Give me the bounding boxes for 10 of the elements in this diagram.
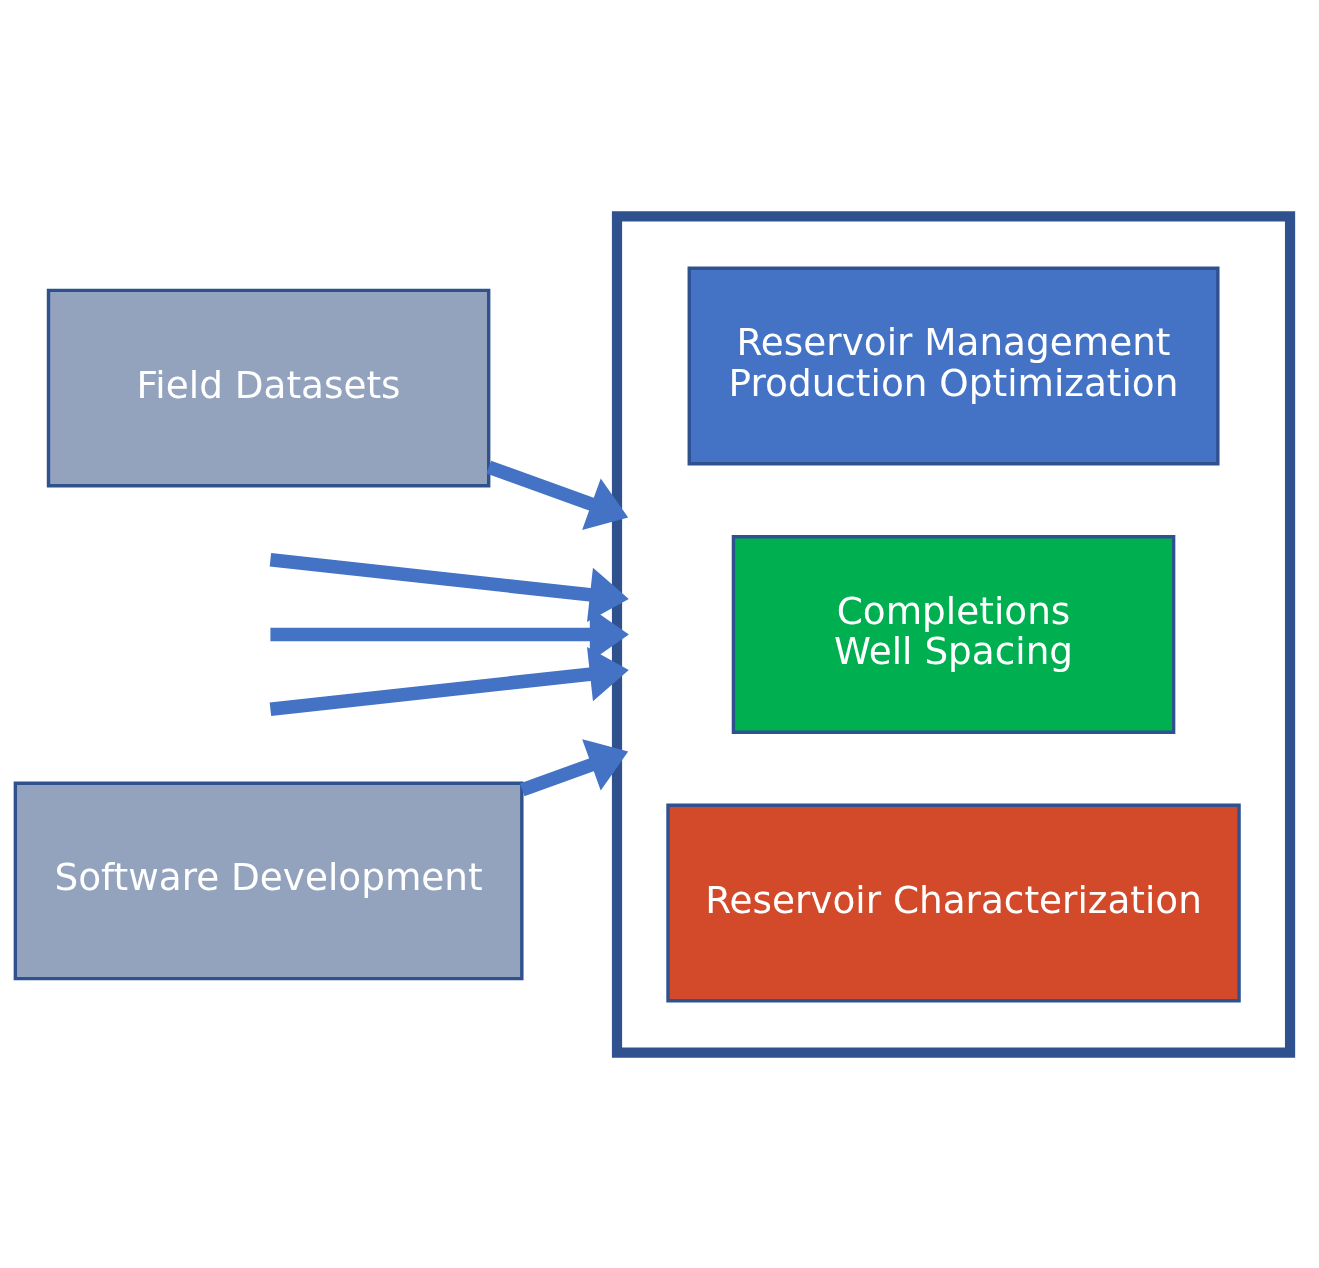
node-box: Reservoir Characterization <box>666 803 1241 1002</box>
arrow <box>486 460 629 530</box>
node-box: Reservoir Management Production Optimization <box>687 266 1220 465</box>
arrow <box>519 738 629 796</box>
cluster <box>611 210 1296 1058</box>
node-box: Software Development <box>13 781 524 980</box>
arrow <box>269 552 629 622</box>
node-box: Field Datasets <box>46 288 491 487</box>
arrow <box>269 646 629 716</box>
node-box: Completions Well Spacing <box>731 534 1176 734</box>
